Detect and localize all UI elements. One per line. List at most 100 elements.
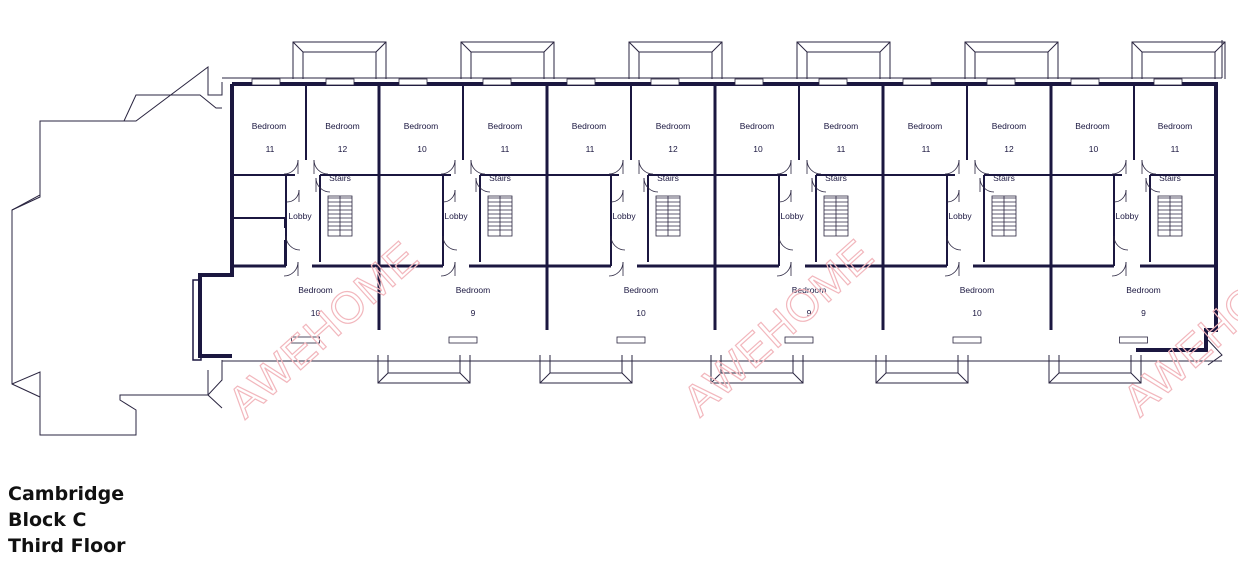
door-swing — [811, 177, 827, 193]
bottom-bay — [710, 355, 804, 384]
room-number: 12 — [668, 144, 678, 154]
door-swing — [806, 159, 822, 175]
door-swing — [1111, 159, 1127, 175]
lobby-label: Lobby — [288, 211, 312, 221]
bottom-bay — [875, 355, 969, 384]
bottom-bay — [1048, 355, 1142, 384]
bottom-bay — [1207, 339, 1223, 366]
door-swing — [608, 159, 624, 175]
window — [251, 78, 281, 86]
window — [448, 336, 478, 344]
terrace-outline — [11, 121, 41, 211]
room-number: 10 — [753, 144, 763, 154]
development-name: Cambridge — [8, 483, 125, 505]
door-swing — [610, 235, 626, 251]
room-number: 10 — [417, 144, 427, 154]
top-dormer — [460, 41, 555, 79]
bottom-bay — [539, 355, 633, 384]
top-dormer — [302, 51, 377, 79]
door-swing — [283, 159, 299, 175]
lobby-label: Lobby — [780, 211, 804, 221]
window — [1153, 78, 1183, 86]
top-dormer — [543, 41, 555, 53]
bottom-bay — [1058, 355, 1132, 374]
lobby-label: Lobby — [1115, 211, 1139, 221]
door-swing — [610, 189, 624, 203]
room-label: Bedroom — [572, 121, 607, 131]
bottom-bay — [377, 355, 471, 384]
bottom-bay — [885, 355, 959, 374]
room-label: Bedroom — [298, 285, 333, 295]
unit-6 — [1049, 78, 1216, 344]
stairs-label: Stairs — [657, 173, 679, 183]
bottom-bay — [875, 372, 887, 384]
window — [482, 78, 512, 86]
room-label: Bedroom — [792, 285, 827, 295]
room-label: Bedroom — [740, 121, 775, 131]
window — [818, 78, 848, 86]
top-dormer — [460, 41, 472, 53]
room-label: Bedroom — [1126, 285, 1161, 295]
window — [398, 78, 428, 86]
external-wall — [192, 279, 202, 361]
room-number: 10 — [972, 308, 982, 318]
top-dormer — [470, 51, 545, 79]
top-dormer — [292, 41, 387, 79]
door-swing — [1141, 159, 1157, 175]
bottom-bay — [459, 372, 471, 384]
floor-name: Third Floor — [8, 535, 126, 557]
room-label: Bedroom — [1158, 121, 1193, 131]
top-dormer — [974, 51, 1049, 79]
lobby-label: Lobby — [444, 211, 468, 221]
room-number: 9 — [1141, 308, 1146, 318]
window — [902, 78, 932, 86]
room-label: Bedroom — [960, 285, 995, 295]
room-number: 11 — [1171, 144, 1180, 154]
top-dormer — [796, 41, 808, 53]
top-dormer — [1141, 51, 1216, 79]
stairs-label: Stairs — [1159, 173, 1181, 183]
room-number: 10 — [636, 308, 646, 318]
bottom-bay — [549, 355, 623, 374]
door-swing — [313, 159, 329, 175]
stairs-label: Stairs — [489, 173, 511, 183]
floor-plan: Bedroom11Bedroom12StairsLobbyBedroom10Be… — [11, 40, 1238, 436]
room-label: Bedroom — [992, 121, 1027, 131]
top-dormer — [375, 41, 387, 53]
room-label: Bedroom — [456, 285, 491, 295]
top-dormer — [879, 41, 891, 53]
window — [986, 78, 1016, 86]
room-label: Bedroom — [325, 121, 360, 131]
watermark-text: AWEHOME — [219, 232, 428, 427]
top-dormer — [964, 41, 1059, 79]
room-label: Bedroom — [488, 121, 523, 131]
lobby-label: Lobby — [948, 211, 972, 221]
top-dormer — [628, 41, 723, 79]
terrace-outline — [207, 370, 223, 409]
top-dormer — [1047, 41, 1059, 53]
bottom-bay — [539, 372, 551, 384]
cupboard-wall — [232, 217, 286, 228]
room-labels: Bedroom11Bedroom12StairsLobbyBedroom10Be… — [252, 121, 1193, 318]
bottom-bay — [387, 355, 461, 374]
door-swing — [638, 159, 654, 175]
bottom-bay — [957, 372, 969, 384]
bottom-bay — [1048, 372, 1060, 384]
lobby-label: Lobby — [612, 211, 636, 221]
door-swing — [974, 159, 990, 175]
door-swing — [475, 177, 491, 193]
stairs-label: Stairs — [993, 173, 1015, 183]
watermark-text: AWEHOME — [1114, 230, 1238, 425]
door-swing — [1113, 235, 1129, 251]
plan-units — [192, 78, 1218, 361]
room-label: Bedroom — [404, 121, 439, 131]
room-number: 11 — [837, 144, 846, 154]
room-number: 10 — [311, 308, 321, 318]
door-swing — [315, 177, 331, 193]
top-dormer — [1131, 41, 1143, 53]
external-wall — [1136, 270, 1218, 352]
door-swing — [643, 177, 659, 193]
window — [650, 78, 680, 86]
door-swing — [776, 159, 792, 175]
